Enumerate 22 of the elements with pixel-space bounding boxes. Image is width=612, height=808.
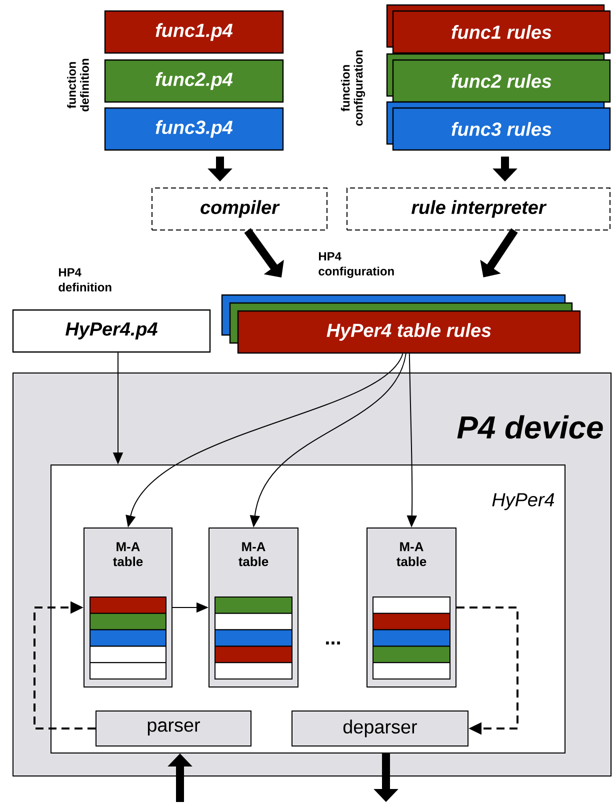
file-box: func1.p4 [104, 10, 284, 54]
side-label: function definition [67, 58, 89, 112]
file-box: func2.p4 [104, 59, 284, 103]
file-box: func3.p4 [104, 107, 284, 151]
rules-card-stack: func3 rules [386, 101, 611, 151]
box-title: HyPer4 [492, 493, 554, 510]
side-label: function configuration [340, 50, 366, 126]
file-box: HyPer4.p4 [12, 309, 211, 353]
rules-card-stack: func2 rules [386, 53, 611, 103]
rules-card-stack: func1 rules [386, 4, 611, 54]
block-arrow [244, 228, 284, 278]
box-title: P4 device [457, 415, 603, 439]
side-label: HP4 configuration [318, 252, 394, 278]
dashed-arrow [456, 606, 518, 735]
side-label: HP4 definition [58, 268, 112, 292]
rules-card-stack: HyPer4 table rules [221, 294, 581, 354]
side-label: ... [326, 642, 340, 644]
dashed-arrow [34, 601, 96, 730]
tool-box: compiler [152, 188, 328, 230]
stage-box: deparser [292, 710, 468, 746]
tool-box: rule interpreter [346, 188, 610, 230]
stage-box: parser [96, 710, 252, 746]
